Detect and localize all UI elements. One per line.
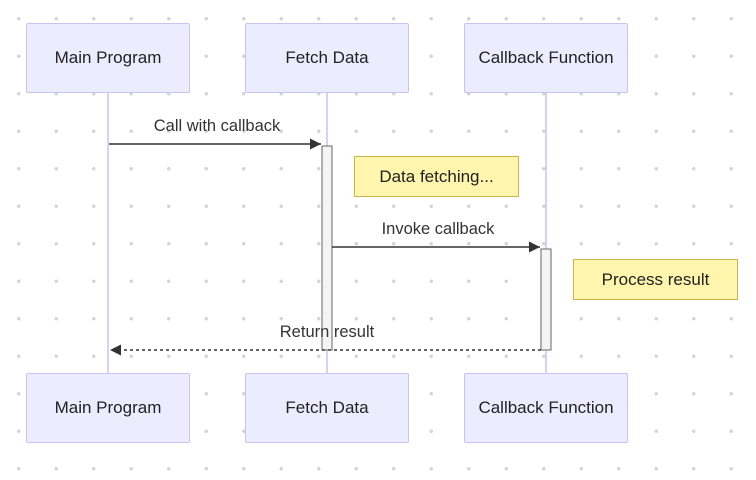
activation-callback-function [540, 248, 552, 351]
participant-fetch-data-top: Fetch Data [245, 23, 409, 93]
participant-label: Fetch Data [285, 48, 369, 67]
participant-main-program-bottom: Main Program [26, 373, 190, 443]
participant-label: Main Program [54, 48, 162, 67]
message-label-invoke-callback: Invoke callback [381, 220, 495, 238]
participant-label: Fetch Data [285, 398, 369, 417]
participant-main-program-top: Main Program [26, 23, 190, 93]
participant-label: Callback Function [478, 48, 614, 67]
participant-callback-function-bottom: Callback Function [464, 373, 628, 443]
participant-label: Callback Function [478, 398, 614, 417]
message-label-return-result: Return result [279, 323, 375, 341]
activation-fetch-data [321, 145, 333, 351]
participant-fetch-data-bottom: Fetch Data [245, 373, 409, 443]
note-data-fetching: Data fetching... [354, 156, 519, 197]
participant-label: Main Program [54, 398, 162, 417]
message-label-call-with-callback: Call with callback [153, 117, 281, 135]
note-process-result: Process result [573, 259, 738, 300]
participant-callback-function-top: Callback Function [464, 23, 628, 93]
